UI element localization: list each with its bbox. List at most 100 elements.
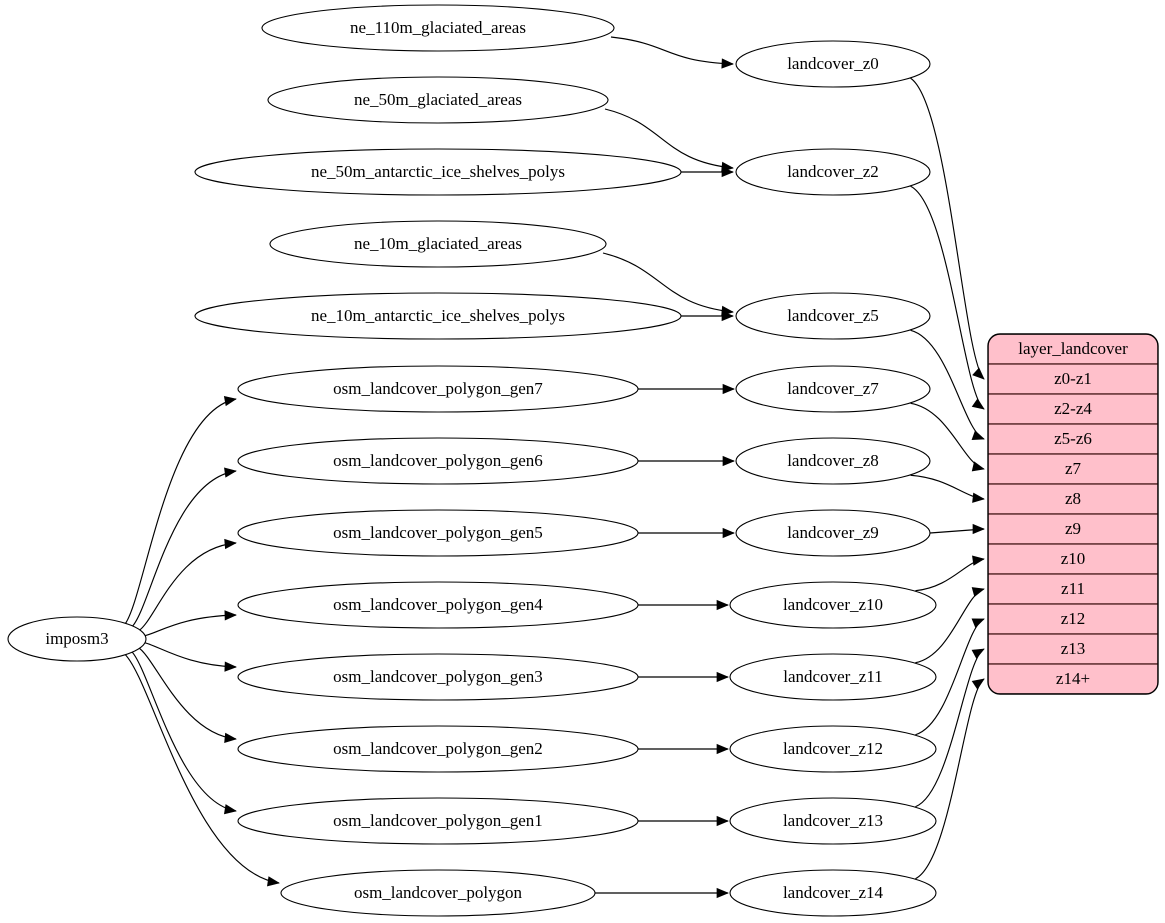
- landcover-zoom-node-landcover_z12[interactable]: landcover_z12: [729, 725, 937, 773]
- node-shape: [269, 220, 607, 268]
- node-shape: [729, 869, 937, 917]
- edge-landcover_z2-to-row-z2-z4: [910, 185, 985, 410]
- table-row-label: z13: [1061, 639, 1086, 658]
- edge-landcover_z11-to-row-z11: [915, 587, 985, 664]
- landcover-zoom-node-landcover_z7[interactable]: landcover_z7: [735, 365, 931, 413]
- table-row-z8[interactable]: z8: [988, 483, 1158, 515]
- table-row-z11[interactable]: z11: [988, 573, 1158, 605]
- table-row-rect: [988, 513, 1158, 545]
- table-row-z12[interactable]: z12: [988, 603, 1158, 635]
- table-row-z2-z4[interactable]: z2-z4: [988, 393, 1158, 425]
- edge-landcover_z14-to-row-z14+: [915, 678, 985, 880]
- node-label: ne_10m_antarctic_ice_shelves_polys: [311, 306, 565, 325]
- osm-table-node-osm_landcover_polygon_gen5[interactable]: osm_landcover_polygon_gen5: [237, 509, 639, 557]
- landcover-zoom-node-landcover_z14[interactable]: landcover_z14: [729, 869, 937, 917]
- edge-landcover_z7-to-row-z7: [910, 402, 985, 472]
- natural-earth-node-ne_10m_antarctic_ice_shelves_polys[interactable]: ne_10m_antarctic_ice_shelves_polys: [194, 292, 682, 340]
- table-row-rect: [988, 663, 1158, 694]
- landcover-zoom-node-landcover_z5[interactable]: landcover_z5: [735, 292, 931, 340]
- node-label: ne_50m_glaciated_areas: [354, 90, 522, 109]
- node-label: ne_10m_glaciated_areas: [354, 234, 522, 253]
- osm-table-node-osm_landcover_polygon_gen1[interactable]: osm_landcover_polygon_gen1: [237, 797, 639, 845]
- landcover-zoom-node-landcover_z0[interactable]: landcover_z0: [735, 40, 931, 88]
- osm-table-node-osm_landcover_polygon[interactable]: osm_landcover_polygon: [280, 869, 596, 917]
- osm-table-node-osm_landcover_polygon_gen4[interactable]: osm_landcover_polygon_gen4: [237, 581, 639, 629]
- edge-osm_landcover_polygon_gen1-to-landcover_z13: [638, 815, 729, 827]
- node-shape: [729, 581, 937, 629]
- node-shape: [194, 292, 682, 340]
- edge-landcover_z12-to-row-z12: [915, 618, 985, 736]
- table-header-cell: layer_landcover: [988, 334, 1158, 365]
- nodes-layer: imposm3 ne_110m_glaciated_areas ne_50m_gla…: [7, 4, 937, 917]
- edge-ne_10m_antarctic_ice_shelves_polys-to-landcover_z5: [677, 310, 734, 322]
- table-outline: [987, 333, 1159, 695]
- node-shape: [267, 76, 609, 124]
- natural-earth-node-ne_10m_glaciated_areas[interactable]: ne_10m_glaciated_areas: [269, 220, 607, 268]
- edge-osm_landcover_polygon-to-landcover_z14: [595, 887, 729, 899]
- node-label: landcover_z10: [783, 595, 883, 614]
- edge-landcover_z8-to-row-z8: [910, 474, 985, 503]
- osm-table-node-osm_landcover_polygon_gen6[interactable]: osm_landcover_polygon_gen6: [237, 437, 639, 485]
- osm-table-node-osm_landcover_polygon_gen7[interactable]: osm_landcover_polygon_gen7: [237, 365, 639, 413]
- edge-landcover_z9-to-row-z9: [929, 523, 985, 535]
- edge-imposm3-to-osm_landcover_polygon_gen3: [142, 641, 237, 672]
- table-row-z14+[interactable]: z14+: [988, 663, 1158, 694]
- natural-earth-node-ne_50m_glaciated_areas[interactable]: ne_50m_glaciated_areas: [267, 76, 609, 124]
- table-row-z7[interactable]: z7: [988, 453, 1158, 485]
- edge-osm_landcover_polygon_gen2-to-landcover_z12: [638, 743, 729, 755]
- edge-landcover_z0-to-row-z0-z1: [910, 77, 985, 380]
- table-row-label: z7: [1065, 459, 1082, 478]
- node-label: osm_landcover_polygon_gen5: [333, 523, 543, 542]
- landcover-zoom-node-landcover_z8[interactable]: landcover_z8: [735, 437, 931, 485]
- table-header-label: layer_landcover: [1018, 339, 1128, 358]
- landcover-zoom-node-landcover_z2[interactable]: landcover_z2: [735, 148, 931, 196]
- table-row-z5-z6[interactable]: z5-z6: [988, 423, 1158, 455]
- edge-imposm3-to-osm_landcover_polygon_gen2: [137, 646, 237, 743]
- node-label: landcover_z9: [787, 523, 879, 542]
- osm-table-node-osm_landcover_polygon_gen2[interactable]: osm_landcover_polygon_gen2: [237, 725, 639, 773]
- table-row-label: z14+: [1056, 669, 1090, 688]
- node-shape: [237, 365, 639, 413]
- table-row-z10[interactable]: z10: [988, 543, 1158, 575]
- node-shape: [261, 4, 615, 52]
- node-shape: [735, 292, 931, 340]
- node-shape: [735, 40, 931, 88]
- edge-imposm3-to-osm_landcover_polygon: [123, 653, 280, 887]
- natural-earth-node-ne_50m_antarctic_ice_shelves_polys[interactable]: ne_50m_antarctic_ice_shelves_polys: [194, 148, 682, 196]
- source-node-imposm3[interactable]: imposm3: [7, 616, 147, 662]
- node-label: osm_landcover_polygon: [354, 883, 523, 902]
- node-shape: [735, 437, 931, 485]
- table-row-label: z0-z1: [1054, 369, 1092, 388]
- edge-osm_landcover_polygon_gen3-to-landcover_z11: [638, 671, 729, 683]
- landcover-zoom-node-landcover_z13[interactable]: landcover_z13: [729, 797, 937, 845]
- edge-osm_landcover_polygon_gen6-to-landcover_z8: [638, 455, 735, 467]
- node-label: osm_landcover_polygon_gen3: [333, 667, 543, 686]
- osm-table-node-osm_landcover_polygon_gen3[interactable]: osm_landcover_polygon_gen3: [237, 653, 639, 701]
- node-label: landcover_z13: [783, 811, 883, 830]
- table-row-z13[interactable]: z13: [988, 633, 1158, 665]
- table-body: layer_landcoverz0-z1z2-z4z5-z6z7z8z9z10z…: [988, 334, 1158, 694]
- table-row-z9[interactable]: z9: [988, 513, 1158, 545]
- node-label: osm_landcover_polygon_gen6: [333, 451, 543, 470]
- node-shape: [729, 653, 937, 701]
- natural-earth-node-ne_110m_glaciated_areas[interactable]: ne_110m_glaciated_areas: [261, 4, 615, 52]
- table-row-label: z5-z6: [1054, 429, 1092, 448]
- node-shape: [237, 509, 639, 557]
- node-shape: [729, 797, 937, 845]
- table-row-label: z8: [1065, 489, 1081, 508]
- edges-layer: [123, 36, 985, 899]
- node-shape: [280, 869, 596, 917]
- node-shape: [237, 437, 639, 485]
- node-shape: [237, 581, 639, 629]
- node-shape: [237, 653, 639, 701]
- landcover-zoom-node-landcover_z9[interactable]: landcover_z9: [735, 509, 931, 557]
- edge-imposm3-to-osm_landcover_polygon_gen7: [124, 395, 237, 625]
- landcover-zoom-node-landcover_z11[interactable]: landcover_z11: [729, 653, 937, 701]
- landcover-zoom-node-landcover_z10[interactable]: landcover_z10: [729, 581, 937, 629]
- node-label: landcover_z5: [787, 306, 879, 325]
- layer-landcover-table: layer_landcoverz0-z1z2-z4z5-z6z7z8z9z10z…: [987, 333, 1159, 695]
- edge-imposm3-to-osm_landcover_polygon_gen4: [142, 610, 237, 637]
- table-row-z0-z1[interactable]: z0-z1: [988, 363, 1158, 395]
